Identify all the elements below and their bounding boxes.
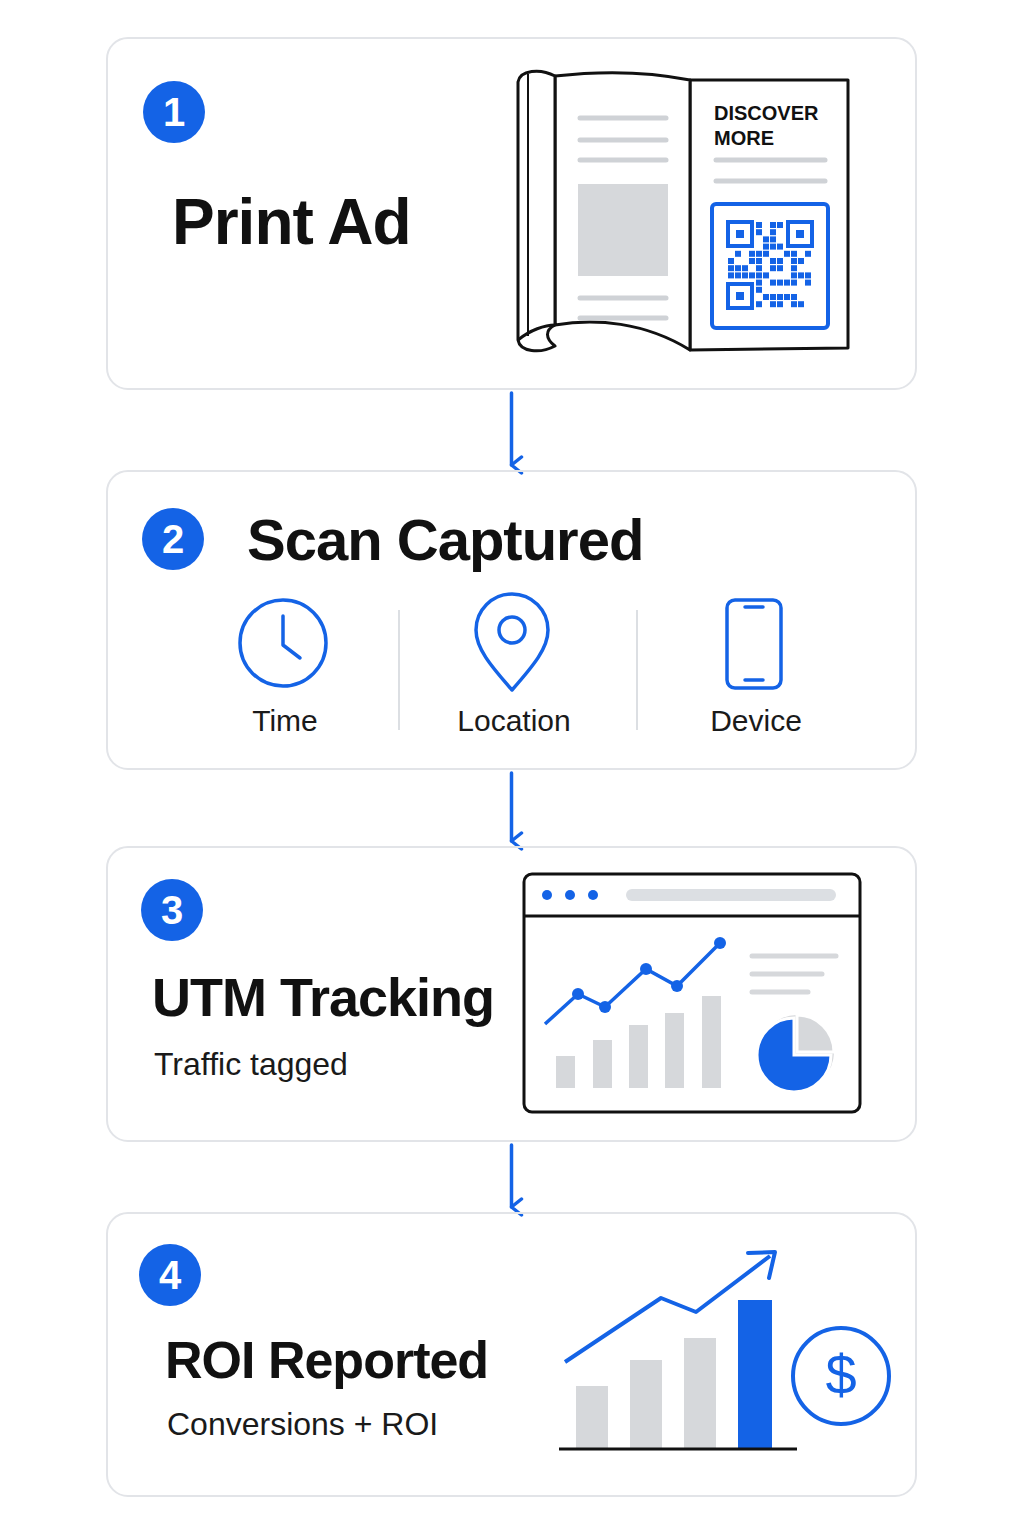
- dollar-sign: $: [821, 1344, 861, 1406]
- step-number: 4: [139, 1244, 201, 1306]
- step-number: 3: [141, 879, 203, 941]
- step-title: UTM Tracking: [152, 966, 494, 1028]
- flow-arrow: [510, 773, 514, 841]
- step-number: 1: [143, 81, 205, 143]
- step-box: 3UTM TrackingTraffic tagged: [106, 846, 917, 1142]
- step-title: ROI Reported: [165, 1330, 488, 1390]
- ad-headline: DISCOVER MORE: [714, 101, 834, 151]
- icon-label: Time: [252, 704, 318, 738]
- step-subtitle: Conversions + ROI: [167, 1406, 438, 1443]
- scan-icons: [240, 594, 781, 690]
- step-box: 1Print Ad: [106, 37, 917, 390]
- step-number: 2: [142, 508, 204, 570]
- magazine-illustration: [518, 71, 848, 351]
- step-box: 2 Scan CapturedTime Location Device: [106, 470, 917, 770]
- step-title: Scan Captured: [247, 506, 643, 573]
- step-subtitle: Traffic tagged: [154, 1046, 348, 1083]
- qr-code: [728, 222, 812, 308]
- analytics-window: [524, 874, 860, 1112]
- step-title: Print Ad: [172, 185, 411, 259]
- roi-chart: [559, 1252, 889, 1449]
- icon-label: Device: [710, 704, 802, 738]
- flow-arrow: [510, 1145, 514, 1207]
- flow-arrow: [510, 393, 514, 465]
- icon-label: Location: [457, 704, 570, 738]
- step-box: 4ROI ReportedConversions + ROI: [106, 1212, 917, 1497]
